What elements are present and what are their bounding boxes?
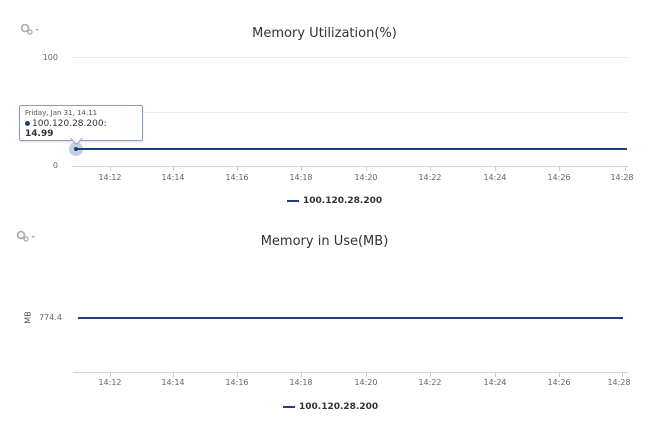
memory-utilization-chart: Memory Utilization(%) 100 0 Friday, Jan … (0, 0, 649, 215)
x-tick: 14:12 (98, 173, 122, 182)
x-axis (73, 372, 628, 373)
memory-in-use-chart: Memory in Use(MB) MB 774.4 14:12 14:14 1… (0, 215, 649, 433)
series-line[interactable] (76, 148, 627, 150)
x-tick: 14:20 (354, 173, 378, 182)
x-tick: 14:28 (610, 173, 634, 182)
x-tick: 14:26 (547, 173, 571, 182)
x-tick: 14:26 (547, 378, 571, 387)
x-axis (72, 166, 628, 167)
gridline-100 (72, 57, 628, 58)
legend-line-icon (283, 406, 295, 408)
tooltip-date: Friday, Jan 31, 14:11 (25, 109, 98, 117)
x-tick: 14:16 (225, 173, 249, 182)
x-tick: 14:18 (289, 173, 313, 182)
y-tick-0: 0 (52, 161, 58, 170)
x-tick: 14:14 (161, 378, 185, 387)
chart-title: Memory in Use(MB) (260, 234, 389, 249)
legend-item[interactable]: 100.120.28.200 (287, 196, 382, 206)
series-line[interactable] (78, 317, 623, 319)
y-tick-100: 100 (42, 53, 58, 62)
gridline-50 (72, 112, 628, 113)
chart-title: Memory Utilization(%) (252, 26, 397, 41)
tooltip-row: 100.120.28.200: 14.99 (25, 119, 137, 139)
x-tick: 14:28 (607, 378, 631, 387)
legend-label: 100.120.28.200 (303, 196, 383, 206)
legend-label: 100.120.28.200 (299, 402, 379, 412)
x-tick: 14:24 (483, 173, 507, 182)
settings-gear-icon[interactable] (16, 229, 38, 243)
series-dot-icon (25, 121, 30, 126)
x-tick: 14:22 (418, 173, 442, 182)
hover-point[interactable] (74, 147, 78, 151)
x-tick: 14:18 (289, 378, 313, 387)
legend-item[interactable]: 100.120.28.200 (283, 402, 378, 412)
x-tick: 14:24 (483, 378, 507, 387)
tooltip: Friday, Jan 31, 14:11 100.120.28.200: 14… (19, 105, 143, 141)
tooltip-value: 14.99 (25, 129, 54, 139)
tooltip-series: 100.120.28.200: (32, 119, 107, 129)
x-tick: 14:12 (98, 378, 122, 387)
x-tick: 14:20 (354, 378, 378, 387)
x-tick: 14:16 (225, 378, 249, 387)
legend-line-icon (287, 200, 299, 202)
x-tick: 14:22 (418, 378, 442, 387)
y-tick-value: 774.4 (39, 313, 62, 322)
x-tick: 14:14 (161, 173, 185, 182)
settings-gear-icon[interactable] (20, 22, 42, 36)
